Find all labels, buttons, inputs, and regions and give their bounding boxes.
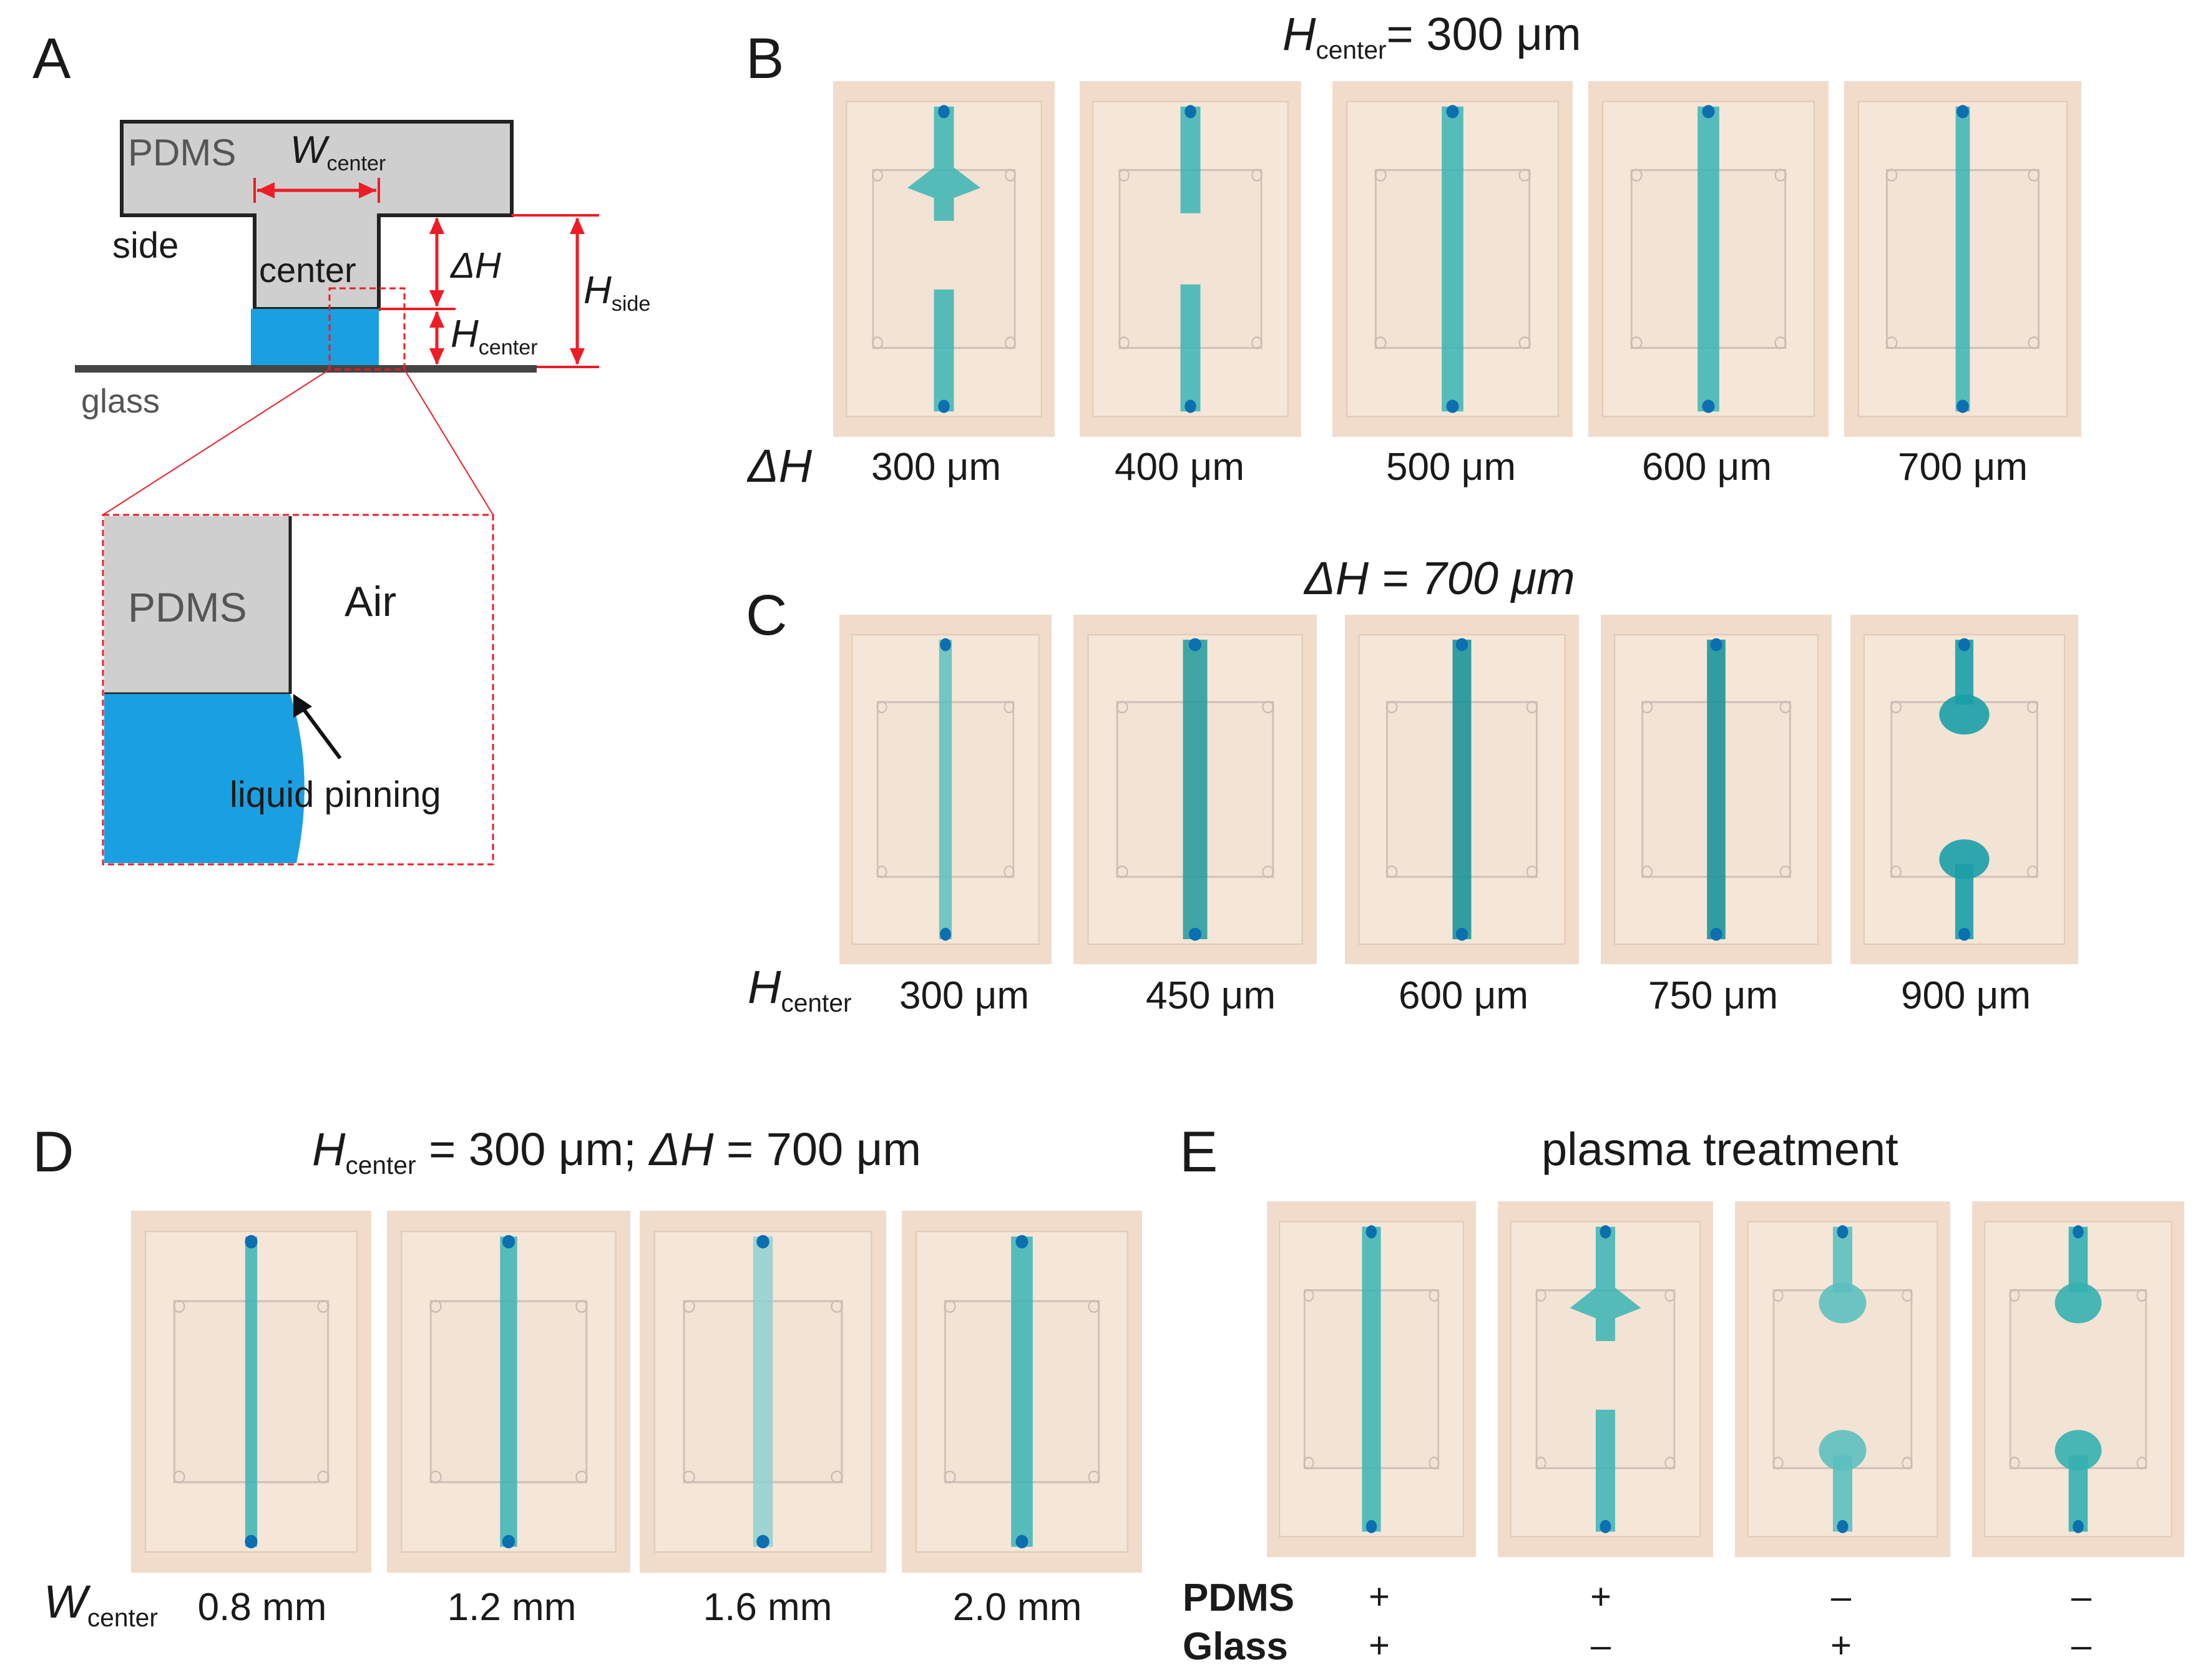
photo-b-700 xyxy=(1844,81,2081,437)
glass-sign-1: + xyxy=(1369,1625,1390,1666)
b-value-4: 600 μm xyxy=(1641,446,1772,489)
d-value-4: 2.0 mm xyxy=(952,1586,1082,1629)
delta-h-label: ΔH xyxy=(451,245,501,286)
zoom-source-box xyxy=(328,287,406,371)
pdms-sign-1: + xyxy=(1369,1576,1390,1617)
photo-e-2 xyxy=(1498,1201,1713,1557)
photo-c-450 xyxy=(1073,615,1317,964)
pdms-sign-3: – xyxy=(1830,1576,1852,1617)
glass-sign-4: – xyxy=(2071,1625,2092,1666)
liquid-pinning-label: liquid pinning xyxy=(230,774,441,815)
photo-d-16 xyxy=(640,1211,886,1573)
photo-b-600 xyxy=(1588,81,1829,437)
glass-slide xyxy=(75,365,537,373)
panel-b-row-label: ΔH xyxy=(748,440,813,492)
panel-label-d: D xyxy=(32,1120,74,1184)
glass-sign-2: – xyxy=(1590,1625,1611,1666)
zoom-air-label: Air xyxy=(344,578,397,625)
photo-d-08 xyxy=(131,1211,371,1573)
photo-b-300 xyxy=(833,81,1055,437)
photo-d-20 xyxy=(902,1211,1142,1573)
center-label: center xyxy=(259,250,356,290)
liquid-region xyxy=(251,309,379,365)
d-value-3: 1.6 mm xyxy=(703,1586,833,1629)
h-side-label: Hside xyxy=(584,269,651,316)
b-value-1: 300 μm xyxy=(871,446,1002,489)
side-label: side xyxy=(112,225,179,266)
panel-label-a: A xyxy=(32,27,71,90)
zoom-pdms xyxy=(104,516,290,694)
pdms-label: PDMS xyxy=(128,132,237,173)
photo-b-400 xyxy=(1080,81,1301,437)
d-value-2: 1.2 mm xyxy=(447,1586,577,1629)
pdms-sign-4: – xyxy=(2071,1576,2092,1617)
pdms-sign-2: + xyxy=(1590,1576,1611,1617)
panel-label-c: C xyxy=(746,584,788,647)
panel-c-title: ΔH = 700 μm xyxy=(1304,552,1575,604)
panel-label-e: E xyxy=(1180,1120,1218,1184)
b-value-3: 500 μm xyxy=(1385,446,1517,489)
glass-label: glass xyxy=(81,383,160,420)
h-center-label: Hcenter xyxy=(451,313,538,359)
photo-e-3 xyxy=(1735,1201,1950,1557)
b-value-5: 700 μm xyxy=(1897,446,2028,489)
d-value-1: 0.8 mm xyxy=(197,1586,327,1629)
zoom-pdms-label: PDMS xyxy=(128,584,247,630)
c-value-1: 300 μm xyxy=(899,974,1030,1017)
c-value-3: 600 μm xyxy=(1398,974,1529,1017)
photo-b-500 xyxy=(1332,81,1573,437)
c-value-5: 900 μm xyxy=(1900,974,2031,1017)
panel-c-row-label: Hcenter xyxy=(748,961,852,1018)
photo-c-750 xyxy=(1601,615,1832,964)
w-center-label: Wcenter xyxy=(290,129,386,175)
panel-b-title: Hcenter= 300 μm xyxy=(1282,8,1581,65)
photo-e-4 xyxy=(1972,1201,2184,1557)
panel-d-row-label: Wcenter xyxy=(44,1576,158,1633)
photo-e-1 xyxy=(1267,1201,1476,1557)
photo-c-900 xyxy=(1850,615,2078,964)
panel-label-b: B xyxy=(746,27,784,90)
panel-d-title: Hcenter = 300 μm; ΔH = 700 μm xyxy=(312,1123,922,1180)
c-value-4: 750 μm xyxy=(1648,974,1779,1017)
b-value-2: 400 μm xyxy=(1114,446,1245,489)
row-label-glass: Glass xyxy=(1183,1625,1288,1668)
schematic-diagram xyxy=(75,120,599,866)
photo-c-300 xyxy=(839,615,1052,964)
row-label-pdms: PDMS xyxy=(1183,1576,1295,1619)
glass-sign-3: + xyxy=(1830,1625,1852,1666)
photo-c-600 xyxy=(1345,615,1579,964)
c-value-2: 450 μm xyxy=(1145,974,1276,1017)
photo-d-12 xyxy=(387,1211,630,1573)
zoom-liquid xyxy=(104,694,305,863)
panel-e-title: plasma treatment xyxy=(1541,1123,1898,1175)
